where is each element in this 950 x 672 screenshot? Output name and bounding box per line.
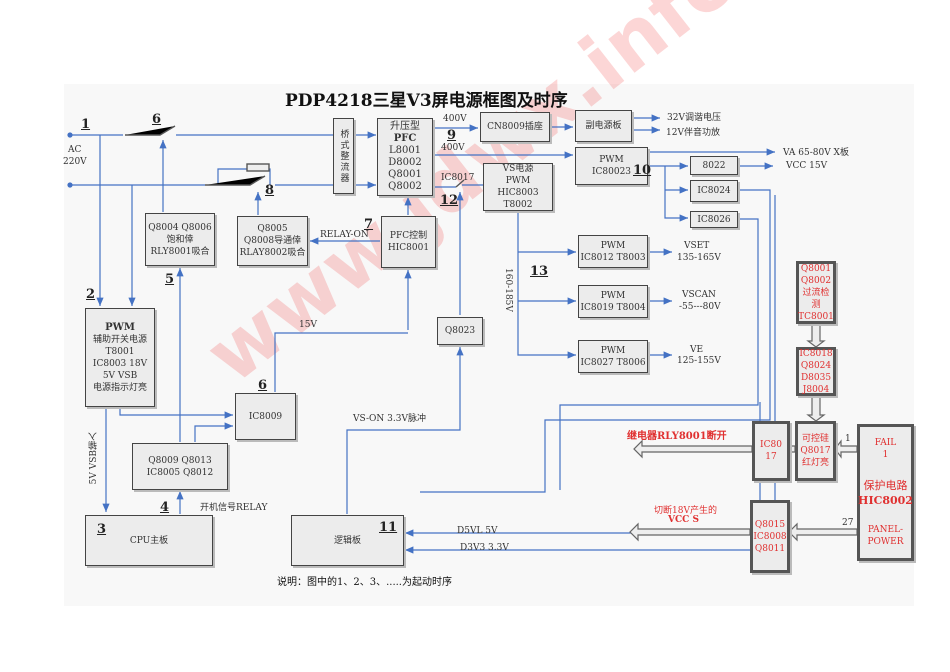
- label-vcc-s: VCC S: [668, 515, 699, 525]
- step-8: 8: [265, 183, 275, 198]
- step-6-ic8009: 6: [258, 378, 268, 393]
- label-vscan: VSCAN: [682, 290, 716, 300]
- step-6-switch: 6: [152, 112, 162, 127]
- step-2: 2: [86, 287, 96, 302]
- label-vs-range: 160-185V: [503, 268, 513, 312]
- step-12: 12: [440, 193, 459, 208]
- ac-voltage-label: 220V: [63, 157, 87, 167]
- label-vset: VSET: [684, 241, 710, 251]
- timing-note: 说明：图中的1、2、3、.....为起动时序: [277, 577, 452, 588]
- label-15v: 15V: [299, 320, 317, 330]
- ac-label: AC: [68, 145, 82, 155]
- ic8024-block: IC8024: [690, 180, 738, 202]
- step-13: 13: [530, 264, 549, 279]
- logic-board-block: 逻辑板: [291, 515, 404, 566]
- label-relay-on: RELAY-ON: [320, 230, 369, 240]
- cn8009-block: CN8009插座: [480, 112, 550, 142]
- label-400v-b: 400V: [441, 143, 465, 153]
- label-power-on-signal: 开机信号RELAY: [200, 503, 268, 513]
- label-ve-range: 125-155V: [677, 356, 721, 366]
- label-ve: VE: [690, 345, 704, 355]
- label-d5vl: D5VL 5V: [457, 526, 498, 536]
- ic8022-block: 8022: [690, 156, 738, 175]
- label-vset-range: 135-165V: [677, 253, 721, 263]
- label-vscan-range: -55---80V: [679, 302, 721, 312]
- step-4: 4: [160, 500, 170, 515]
- ic8026-block: IC8026: [690, 211, 738, 228]
- label-va: VA 65-80V X板: [783, 148, 849, 158]
- page-title: PDP4218三星V3屏电源框图及时序: [285, 91, 568, 111]
- label-vsb-input: 5V VSB输入: [89, 432, 99, 485]
- step-3: 3: [97, 522, 107, 537]
- label-vcc: VCC 15V: [786, 161, 828, 171]
- cpu-board-block: CPU主板: [85, 515, 213, 566]
- label-pin-1: 1: [845, 434, 851, 444]
- label-relay-off: 继电器RLY8001断开: [627, 431, 727, 442]
- label-400v-a: 400V: [443, 114, 467, 124]
- step-9: 9: [447, 128, 457, 143]
- step-1: 1: [81, 117, 91, 132]
- label-vs-on: VS-ON 3.3V脉冲: [353, 414, 426, 424]
- step-11: 11: [379, 520, 398, 535]
- label-12v: 12V伴音功放: [666, 128, 720, 138]
- label-ic8017: IC8017: [441, 173, 475, 183]
- label-pin-27: 27: [842, 518, 854, 528]
- label-cut-18v: 切断18V产生的: [654, 506, 717, 516]
- q8023-block: Q8023: [437, 317, 483, 345]
- step-10: 10: [633, 163, 652, 178]
- bridge-rectifier-block: 桥式整流器: [333, 118, 354, 194]
- label-d3v3: D3V3 3.3V: [460, 543, 509, 553]
- step-5: 5: [165, 272, 175, 287]
- label-32v: 32V调谐电压: [667, 113, 721, 123]
- ic8009-block: IC8009: [235, 393, 296, 440]
- sub-board-block: 副电源板: [575, 110, 632, 142]
- step-7: 7: [364, 217, 374, 232]
